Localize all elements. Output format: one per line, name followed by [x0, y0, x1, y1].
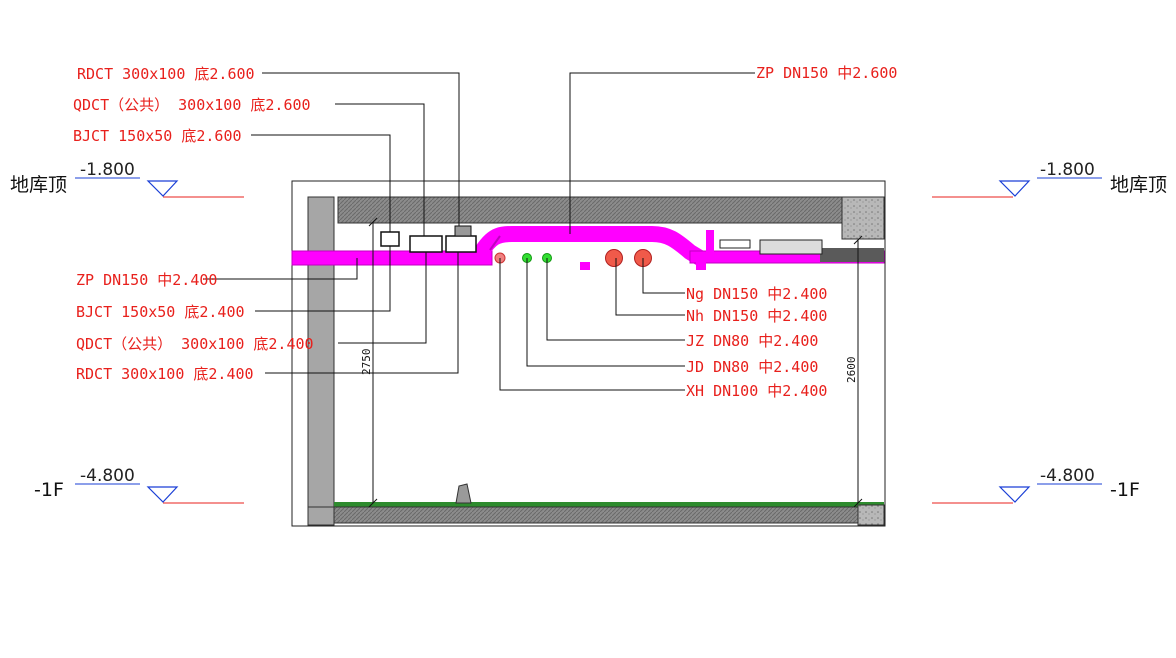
floor-right-block [857, 504, 885, 526]
svg-text:-1.800: -1.800 [1040, 160, 1095, 180]
rdct-tray-upper [445, 235, 477, 253]
svg-text:-1F: -1F [34, 479, 64, 501]
right-tray [759, 239, 823, 255]
level-triangle-icon [998, 180, 1031, 197]
level-marker-bottom-left: -4.800 -1F [34, 466, 244, 504]
left-wall [307, 196, 335, 526]
right-duct [820, 248, 884, 262]
floor-finish [334, 502, 884, 507]
label-bjct-lower: BJCT 150x50 底2.400 [76, 303, 245, 321]
svg-text:-4.800: -4.800 [1040, 466, 1095, 486]
label-rdct-lower: RDCT 300x100 底2.400 [76, 365, 254, 383]
svg-text:-1.800: -1.800 [80, 160, 135, 180]
label-ng: Ng DN150 中2.400 [686, 285, 827, 303]
svg-text:地库顶: 地库顶 [10, 174, 67, 196]
bjct-tray-upper [380, 231, 400, 247]
label-xh: XH DN100 中2.400 [686, 382, 827, 400]
qdct-tray-upper [409, 235, 443, 253]
level-triangle-icon [146, 180, 179, 197]
label-zp-upper: ZP DN150 中2.600 [756, 64, 897, 82]
label-qdct-lower: QDCT（公共） 300x100 底2.400 [76, 335, 314, 353]
floor-curb [455, 483, 472, 504]
section-frame [291, 180, 886, 527]
svg-text:2600: 2600 [845, 357, 858, 384]
dimension-left: 2750 [360, 217, 378, 508]
floor-slab [333, 506, 859, 524]
svg-text:地库顶: 地库顶 [1110, 174, 1167, 196]
svg-text:-1F: -1F [1110, 479, 1140, 501]
top-slab [337, 196, 843, 224]
level-triangle-icon [146, 486, 179, 503]
label-nh: Nh DN150 中2.400 [686, 307, 827, 325]
label-zp-lower: ZP DN150 中2.400 [76, 271, 217, 289]
label-jd: JD DN80 中2.400 [686, 358, 818, 376]
dimension-right: 2600 [845, 235, 863, 508]
nh-pipe [605, 249, 623, 267]
zp-pipe [291, 226, 885, 270]
svg-text:2750: 2750 [360, 349, 373, 376]
label-bjct-upper: BJCT 150x50 底2.600 [73, 127, 242, 145]
level-triangle-icon [998, 486, 1031, 503]
level-marker-bottom-right: -4.800 -1F [932, 466, 1140, 504]
label-jz: JZ DN80 中2.400 [686, 332, 818, 350]
svg-text:-4.800: -4.800 [80, 466, 135, 486]
level-marker-top-left: -1.800 地库顶 [10, 160, 244, 198]
label-rdct-upper: RDCT 300x100 底2.600 [77, 65, 255, 83]
level-marker-top-right: -1.800 地库顶 [932, 160, 1167, 198]
top-right-beam [841, 196, 885, 240]
label-qdct-upper: QDCT（公共） 300x100 底2.600 [73, 96, 311, 114]
rdct-hanger [454, 225, 472, 237]
left-wall-base [307, 506, 335, 526]
right-small-tray [719, 239, 751, 249]
